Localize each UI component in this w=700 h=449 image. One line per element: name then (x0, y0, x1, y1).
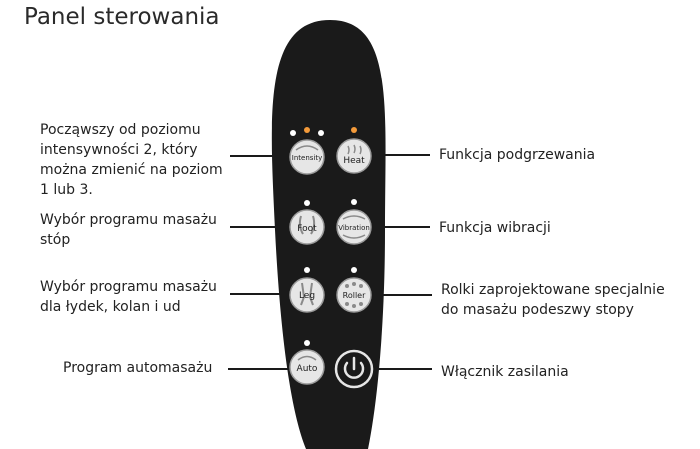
roller-indicator (351, 267, 357, 273)
roller-icon (345, 282, 363, 308)
auto-indicator (304, 340, 310, 346)
leg-icon (300, 282, 314, 306)
foot-indicator (304, 200, 310, 206)
intensity-button-label: Intensity (292, 154, 322, 162)
label-power: Włącznik zasilania (441, 364, 569, 380)
leg-button-label: Leg (299, 291, 315, 301)
auto-button-label: Auto (297, 364, 318, 374)
leader-lines (228, 154, 432, 370)
power-button[interactable] (334, 349, 374, 389)
label-leg-line-2: dla łydek, kolan i ud (40, 299, 181, 315)
label-vibration: Funkcja wibracji (439, 220, 551, 236)
label-intensity: Począwszy od poziomu intensywności 2, kt… (40, 120, 240, 200)
label-roller: Rolki zaprojektowane specjalnie do masaż… (441, 280, 696, 320)
roller-button[interactable]: Roller (336, 277, 372, 313)
label-intensity-line-2: intensywności 2, który (40, 142, 198, 158)
vibration-button-label: Vibration (338, 224, 370, 232)
auto-button[interactable]: Auto (289, 349, 325, 385)
intensity-indicator-1 (290, 130, 296, 136)
heat-indicator (351, 127, 357, 133)
vibration-indicator (351, 199, 357, 205)
leg-button[interactable]: Leg (289, 277, 325, 313)
label-foot: Wybór programu masażu stóp (40, 210, 240, 250)
label-intensity-line-3: można zmienić na poziom (40, 162, 223, 178)
label-leg-line-1: Wybór programu masażu (40, 279, 217, 295)
label-heat: Funkcja podgrzewania (439, 147, 596, 163)
power-icon (343, 356, 365, 379)
foot-button-label: Foot (297, 224, 317, 234)
intensity-indicator-3 (318, 130, 324, 136)
heat-button-label: Heat (343, 156, 365, 166)
roller-button-label: Roller (343, 291, 366, 300)
leg-indicator (304, 267, 310, 273)
foot-button[interactable]: Foot (289, 209, 325, 245)
label-roller-line-2: do masażu podeszwy stopy (441, 302, 634, 318)
vibration-button[interactable]: Vibration (336, 209, 372, 245)
label-roller-line-1: Rolki zaprojektowane specjalnie (441, 282, 665, 298)
vibration-icon (342, 215, 366, 239)
auto-icon (297, 355, 317, 361)
intensity-button[interactable]: Intensity (289, 139, 325, 175)
label-intensity-line-4: 1 lub 3. (40, 182, 93, 198)
heat-icon (347, 144, 362, 155)
label-foot-line-1: Wybór programu masażu (40, 212, 217, 228)
label-foot-line-2: stóp (40, 232, 71, 248)
label-intensity-line-1: Począwszy od poziomu (40, 122, 201, 138)
label-leg: Wybór programu masażu dla łydek, kolan i… (40, 277, 240, 317)
intensity-indicator-2 (304, 127, 310, 133)
intensity-icon (295, 145, 319, 151)
remote-body (271, 20, 386, 449)
label-auto: Program automasażu (63, 360, 213, 376)
heat-button[interactable]: Heat (336, 138, 372, 174)
page-title: Panel sterowania (24, 4, 220, 30)
foot-icon (298, 215, 316, 235)
